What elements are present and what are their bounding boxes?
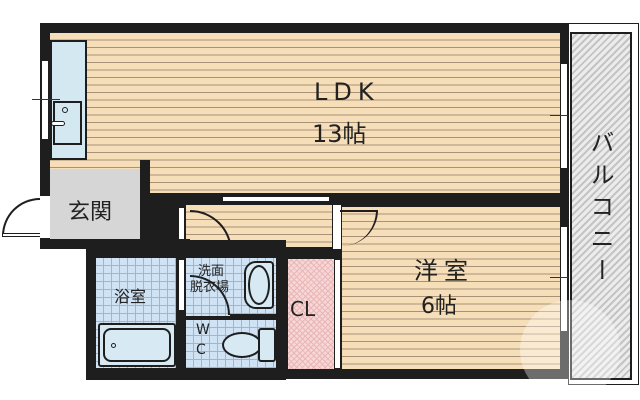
closet-label: CL: [290, 297, 316, 321]
entrance-bottom-wall: [40, 239, 190, 249]
window-western-balcony[interactable]: [560, 226, 568, 332]
balcony-label: バルコニー: [586, 130, 614, 290]
faucet-icon: [62, 107, 68, 113]
window-kitchen: [41, 60, 49, 140]
sliding-door-ldk[interactable]: [222, 196, 330, 202]
wc-label-2: C: [196, 342, 206, 358]
entrance-wall-right: [140, 160, 150, 208]
western-room-label: 洋室: [414, 257, 474, 285]
watermark: [520, 300, 620, 400]
ldk-size: 13帖: [312, 120, 367, 148]
ldk-label: LDK: [314, 78, 380, 106]
bathtub-drain: [111, 343, 116, 348]
balcony: [570, 32, 632, 380]
entrance-opening: [40, 196, 50, 238]
window-ldk-balcony[interactable]: [560, 63, 568, 169]
wc-divider: [230, 314, 276, 318]
entrance-door[interactable]: [2, 198, 40, 236]
sink-drain: [51, 121, 65, 126]
closet-doors[interactable]: [334, 259, 341, 369]
wc-label-1: W: [196, 322, 210, 338]
exterior-cutout-2: [40, 248, 90, 388]
bath-door-frame: [178, 259, 185, 311]
toilet-tank: [258, 328, 276, 362]
ldk-room: [50, 33, 560, 193]
western-room-size: 6帖: [421, 294, 457, 319]
toilet-bowl: [222, 332, 262, 358]
bathtub-inner: [103, 328, 171, 362]
entrance-room: [50, 169, 140, 239]
window-cross-western: [550, 277, 578, 278]
ldk-lower-wall: [140, 193, 570, 205]
washroom-label-1: 洗面: [198, 264, 225, 279]
window-cross-ldk: [550, 115, 578, 116]
closet: [288, 259, 334, 369]
window-cross-h: [32, 99, 60, 100]
bath-label: 浴室: [114, 287, 147, 306]
entrance-door-leaf: [2, 233, 42, 237]
washbasin-bowl: [248, 265, 270, 305]
entrance-label: 玄関: [68, 200, 113, 225]
western-room: [342, 207, 560, 369]
